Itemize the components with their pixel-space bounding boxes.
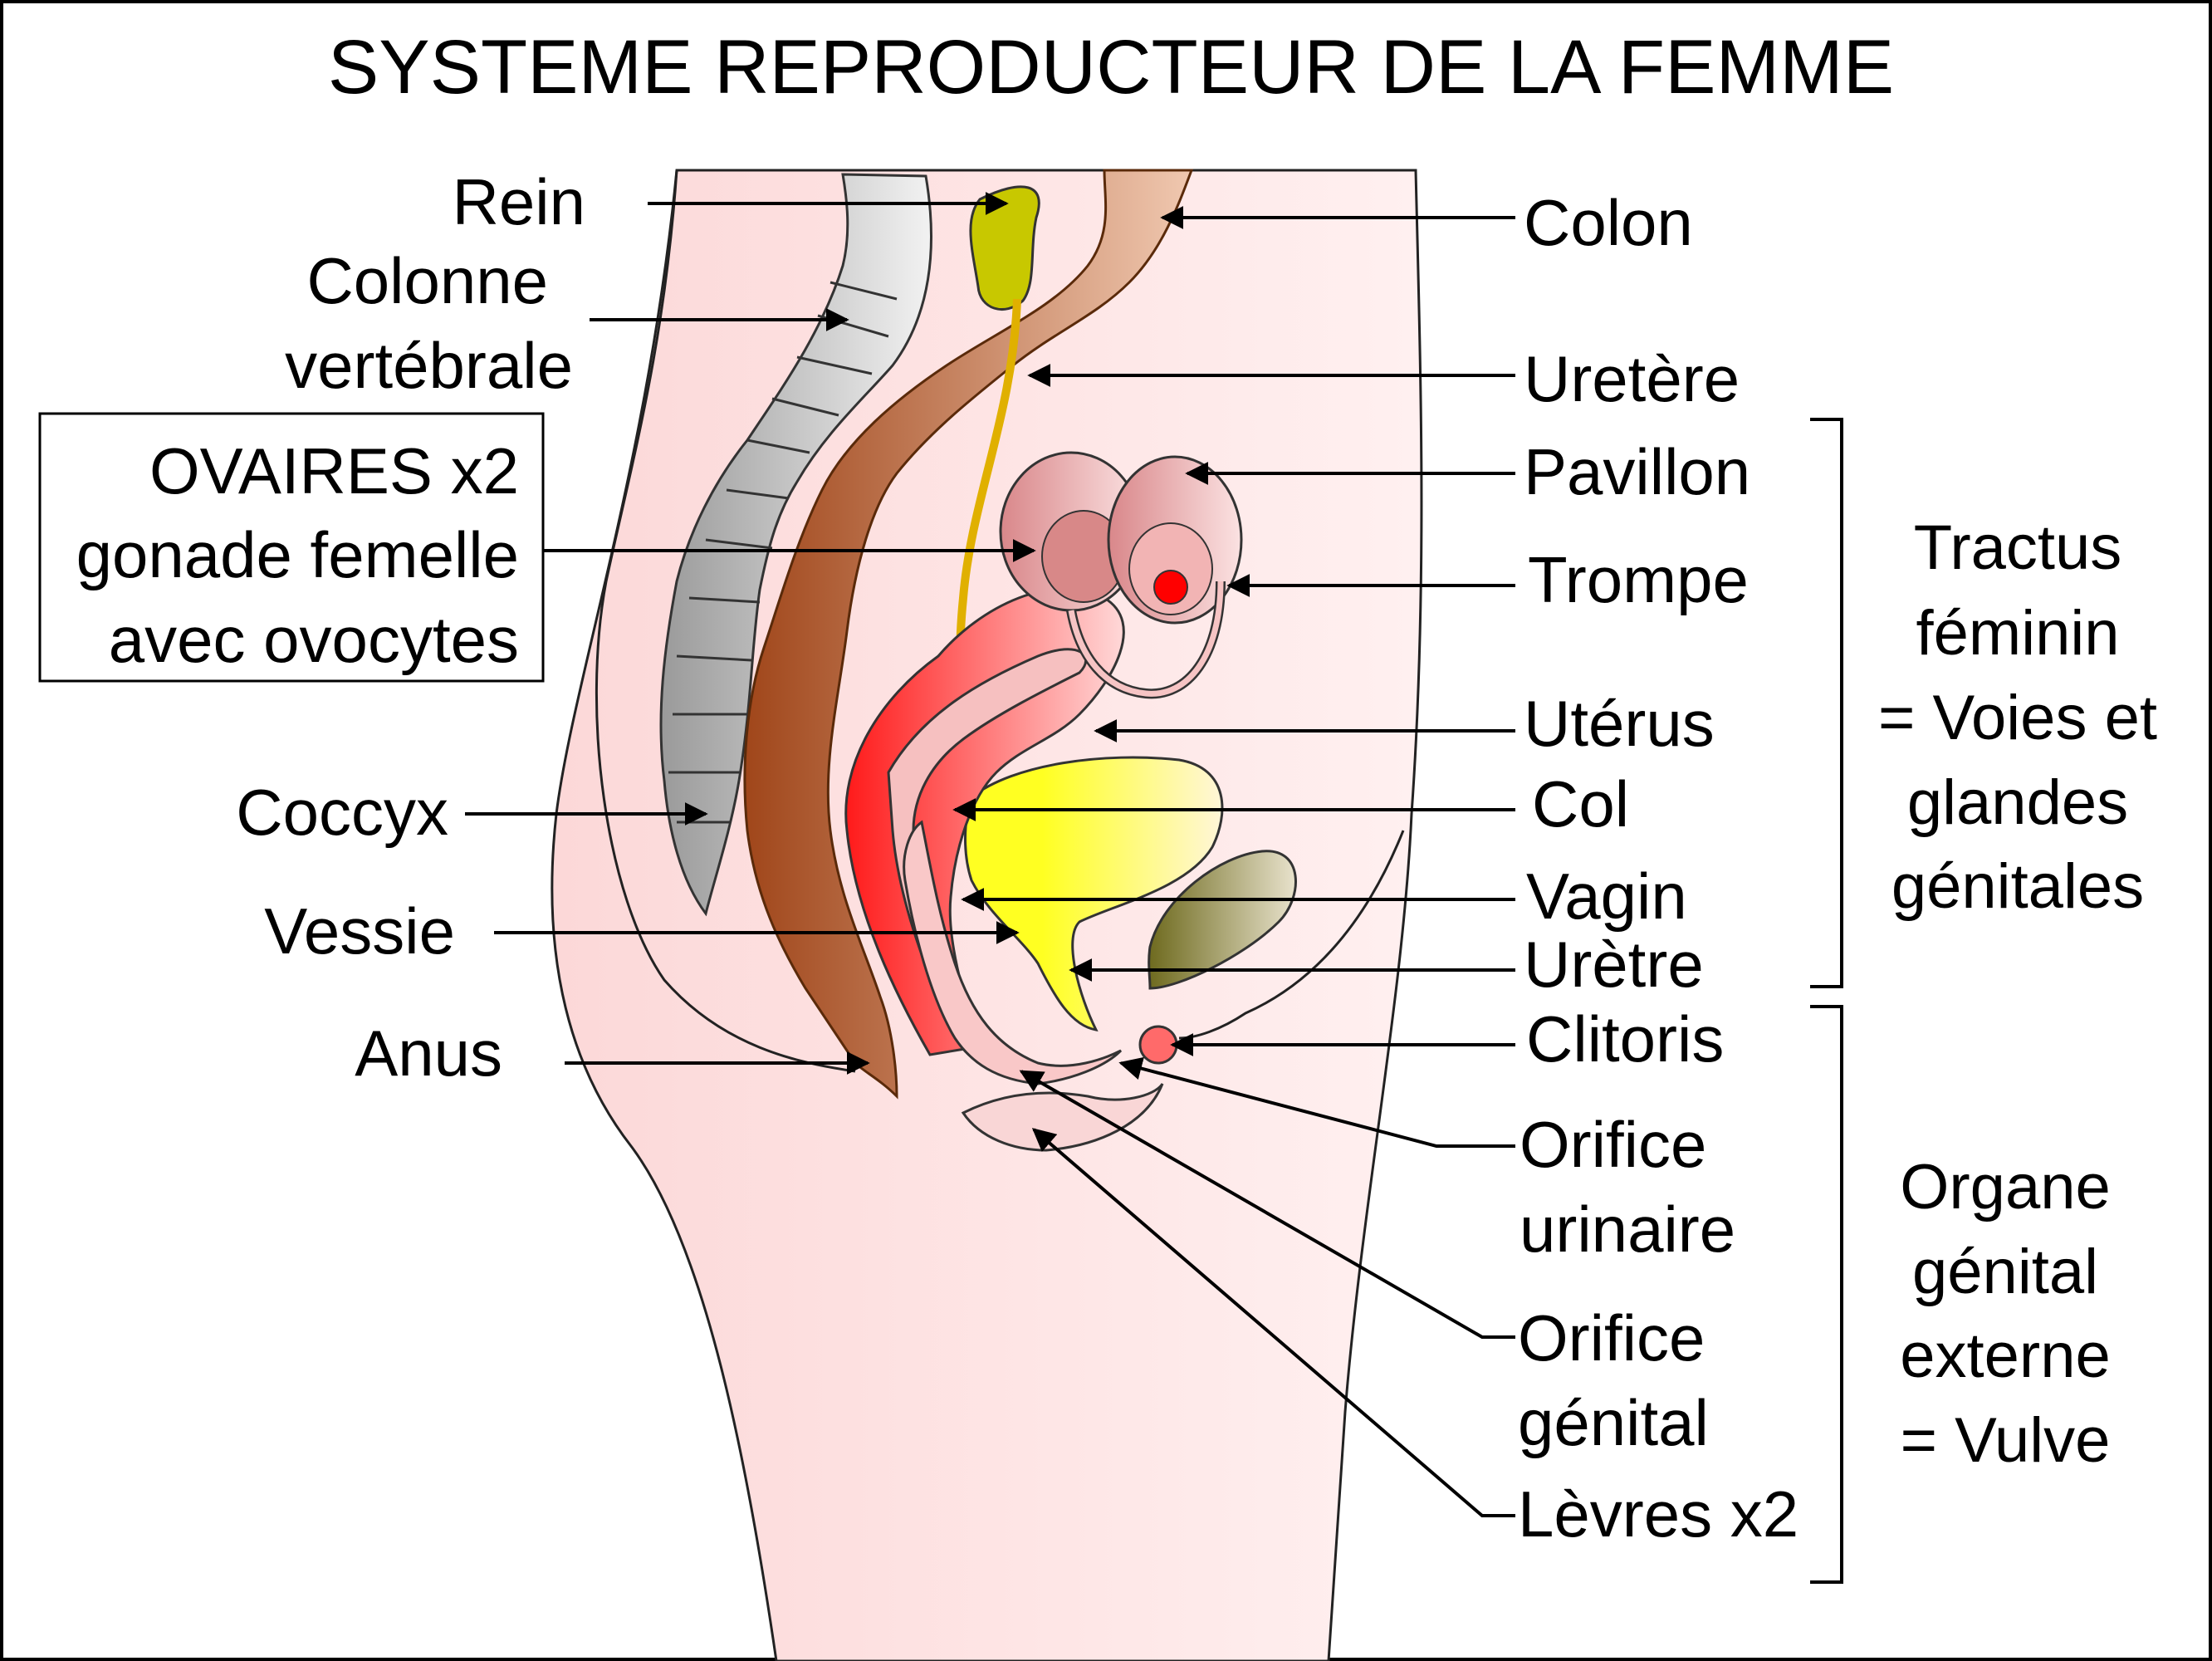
label-orifice-genital-1: Orifice — [1518, 1301, 1705, 1374]
ovaries — [999, 451, 1243, 699]
label-anus: Anus — [355, 1017, 502, 1090]
back-contour — [595, 169, 856, 1073]
label-clitoris: Clitoris — [1526, 1002, 1724, 1075]
label-coccyx: Coccyx — [236, 776, 448, 849]
label-uterus: Utérus — [1524, 687, 1715, 760]
group-organe-3: externe — [1900, 1320, 2111, 1391]
label-pavillon: Pavillon — [1524, 435, 1750, 508]
group-organe-4: = Vulve — [1901, 1405, 2111, 1476]
label-orifice-urinaire-2: urinaire — [1520, 1193, 1735, 1266]
vagina — [903, 820, 1123, 1085]
group-organe-2: génital — [1912, 1237, 2098, 1307]
ovaires-box — [38, 412, 545, 683]
group-organe-1: Organe — [1900, 1152, 2111, 1222]
group-tractus-5: génitales — [1891, 851, 2144, 922]
label-orifice-urinaire-1: Orifice — [1520, 1108, 1706, 1181]
bracket-tractus — [1810, 418, 1843, 988]
label-vagin: Vagin — [1526, 860, 1687, 933]
group-tractus-4: glandes — [1907, 767, 2128, 838]
label-col: Col — [1532, 767, 1629, 840]
group-tractus-2: féminin — [1916, 598, 2120, 669]
pubic-bone — [1148, 850, 1297, 990]
clitoris-shape — [1138, 1025, 1178, 1065]
label-rein: Rein — [453, 165, 585, 238]
label-orifice-genital-2: génital — [1518, 1386, 1709, 1459]
group-tractus-1: Tractus — [1914, 512, 2122, 583]
bladder — [964, 756, 1224, 1031]
pointers — [465, 192, 1515, 1517]
label-trompe: Trompe — [1528, 543, 1749, 616]
label-ovaires-2: gonade femelle — [76, 518, 519, 591]
label-vessie: Vessie — [264, 894, 455, 968]
label-ovaires-3: avec ovocytes — [109, 603, 519, 676]
page-title: SYSTEME REPRODUCTEUR DE LA FEMME — [328, 25, 1894, 110]
label-colonne-1: Colonne — [306, 244, 548, 317]
label-uretere: Uretère — [1524, 342, 1740, 415]
label-colonne-2: vertébrale — [285, 329, 573, 402]
label-uretre: Urètre — [1524, 928, 1704, 1001]
label-ovaires-1: OVAIRES x2 — [149, 434, 519, 507]
labia — [961, 1083, 1164, 1152]
abdomen-contour — [1178, 830, 1405, 1040]
group-tractus-3: = Voies et — [1878, 683, 2157, 753]
bracket-organe — [1810, 1005, 1843, 1584]
kidney — [969, 185, 1040, 311]
spine — [659, 173, 932, 917]
label-levres: Lèvres x2 — [1518, 1477, 1798, 1551]
label-colon: Colon — [1524, 186, 1693, 259]
colon — [743, 169, 1194, 1100]
